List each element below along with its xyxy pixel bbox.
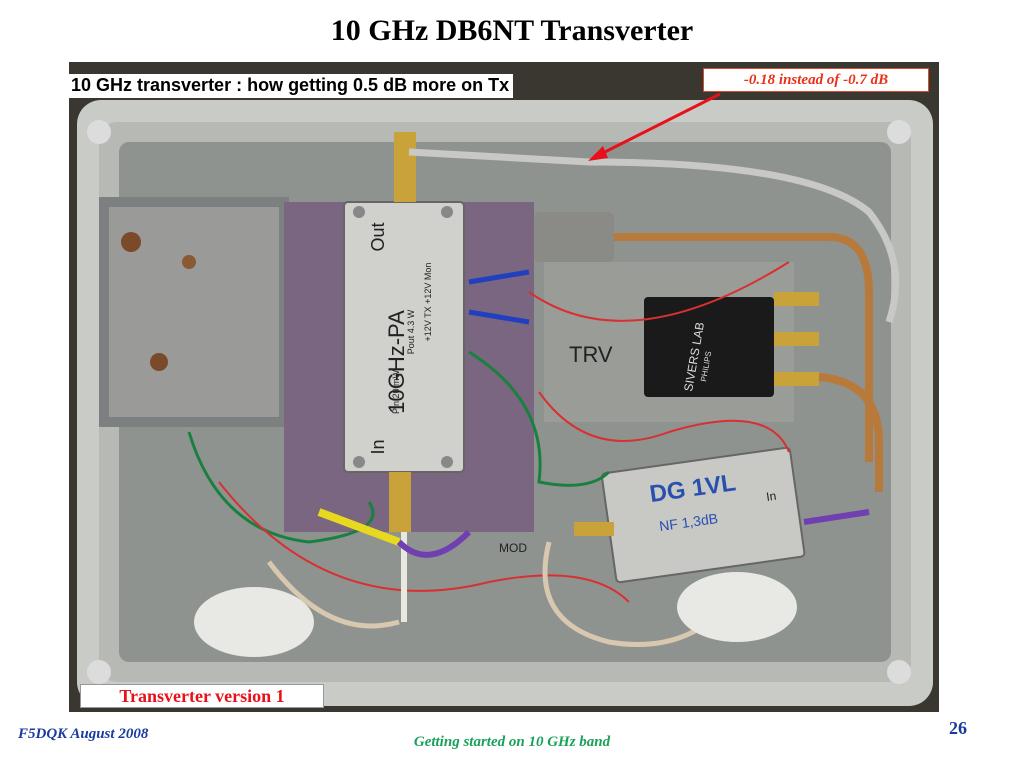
corner-screw xyxy=(887,660,911,684)
mod-label: MOD xyxy=(499,541,527,555)
slide-title: 10 GHz DB6NT Transverter xyxy=(330,14,694,47)
footer-author: F5DQK August 2008 xyxy=(18,726,149,742)
feedthrough xyxy=(194,587,314,657)
corner-screw xyxy=(87,120,111,144)
pa-pout-label: Pout 4.3 W xyxy=(406,309,416,354)
loss-callout: -0.18 instead of -0.7 dB xyxy=(703,68,929,92)
photo-caption: Transverter version 1 xyxy=(80,684,324,708)
sma-connector xyxy=(394,132,416,202)
footer-topic: Getting started on 10 GHz band xyxy=(413,734,611,750)
pa-pin-label: Pin 20 mW xyxy=(391,369,401,414)
transverter-photo: 10GHz-PA Out In Pout 4.3 W Pin 20 mW +12… xyxy=(69,62,939,712)
lna-module: DG 1VL NF 1,3dB In xyxy=(600,446,806,584)
lna-in-label: In xyxy=(765,489,777,504)
feedthrough xyxy=(677,572,797,642)
pa-in-label: In xyxy=(368,439,388,454)
coax-relay xyxy=(644,297,774,397)
n-connector xyxy=(534,212,614,262)
pa-out-label: Out xyxy=(368,222,388,251)
page-number: 26 xyxy=(949,718,967,738)
slide-subtitle: 10 GHz transverter : how getting 0.5 dB … xyxy=(69,74,514,98)
trv-label: TRV xyxy=(569,342,613,367)
pa-name-label: 10GHz-PA xyxy=(384,310,409,414)
corner-screw xyxy=(87,660,111,684)
corner-screw xyxy=(887,120,911,144)
pa-pins-label: +12V TX +12V Mon xyxy=(423,263,433,342)
coax-cable xyxy=(408,148,900,324)
sma-connector xyxy=(389,472,411,532)
